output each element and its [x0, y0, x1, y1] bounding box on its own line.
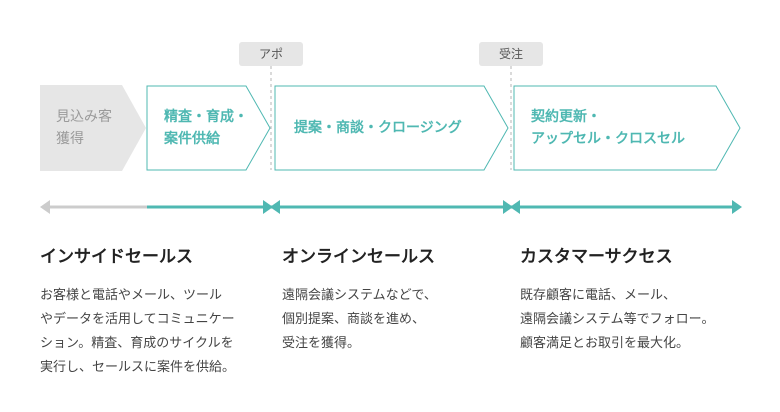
timeline-arrowhead-1-right [263, 200, 273, 214]
stage-label-4: 契約更新・ アップセル・クロスセル [531, 109, 685, 147]
stage-label-2: 精査・育成・ 案件供給 [164, 109, 248, 147]
milestone-badge-apo: アポ [239, 42, 303, 66]
stage-shape-4 [513, 85, 741, 171]
section-title-customer-success: カスタマーサクセス [520, 247, 673, 267]
timeline-arrowhead-2-left [270, 200, 280, 214]
timeline-arrowhead-3-left [510, 200, 520, 214]
section-desc-online-sales: 遠隔会議システムなどで、 個別提案、商談を進め、 受注を獲得。 [282, 288, 437, 351]
section-desc-customer-success: 既存顧客に電話、メール、 遠隔会議システム等でフォロー。 顧客満足とお取引を最大… [520, 288, 715, 351]
timeline-left-arrowhead [40, 200, 50, 214]
stage-label-1: 見込み客 獲得 [56, 109, 112, 147]
section-title-inside-sales: インサイドセールス [40, 247, 193, 267]
milestone-badge-juchu: 受注 [479, 42, 543, 66]
section-title-online-sales: オンラインセールス [282, 247, 435, 267]
stage-shape-2 [146, 85, 271, 171]
stage-label-3: 提案・商談・クロージング [294, 120, 462, 136]
stage-shape-1 [40, 85, 146, 171]
timeline-arrowhead-2-right [503, 200, 513, 214]
timeline-arrowhead-3-right [732, 200, 742, 214]
stage-shape-3 [274, 85, 509, 171]
section-desc-inside-sales: お客様と電話やメール、ツール やデータを活用してコミュニケー ション。精査、育成… [40, 288, 236, 375]
